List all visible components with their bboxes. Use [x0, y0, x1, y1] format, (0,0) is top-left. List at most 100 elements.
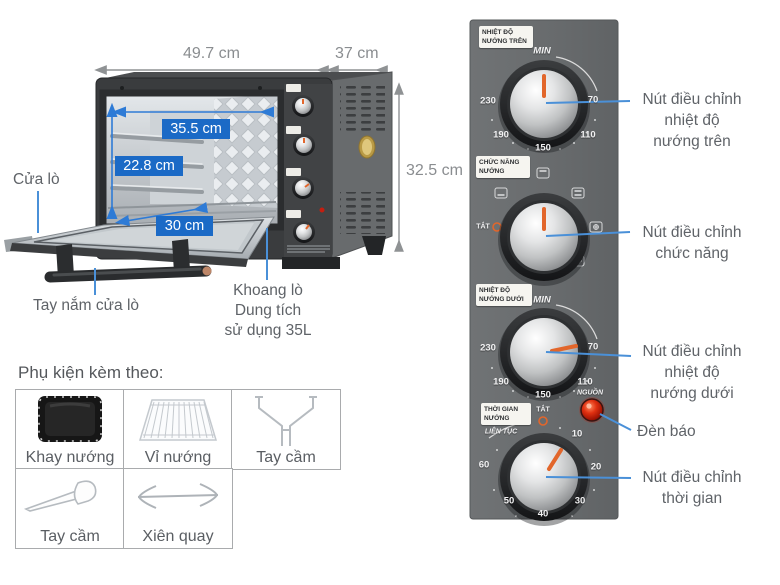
knob4-ticks [493, 427, 595, 517]
callout-bottom-temp: Nút điều chỉnh nhiệt độ nướng dưới [642, 343, 742, 402]
door-handle-copper-tip [202, 266, 212, 276]
frame-screw-right [258, 86, 262, 90]
dimension-arrows [94, 65, 404, 252]
knob1-scale-150: 150 [535, 142, 551, 154]
mini-knob-1 [292, 95, 314, 117]
rotisserie-skewer-icon [137, 483, 219, 509]
door-handle-bar [44, 265, 212, 283]
callout-indicator: Đèn báo [637, 423, 696, 440]
function-pointer-line [545, 231, 631, 237]
accessory-label: Tay cầm [40, 528, 100, 545]
accessory-cell: Tay cầm [15, 468, 125, 549]
accessories-grid: Khay nướng Vỉ nướng [15, 389, 355, 554]
knob3-scale-190: 190 [493, 376, 509, 388]
accessory-cell: Khay nướng [15, 389, 125, 470]
door-label: Cửa lò [13, 171, 60, 188]
indicator-pointer-line [599, 413, 632, 431]
knob2-off-mark [492, 222, 502, 232]
oven-door [4, 216, 275, 283]
accessory-cell: Xiên quay [123, 468, 233, 549]
plate-bottom-temp: NHIỆT ĐỘ NƯỚNG DƯỚI [476, 284, 532, 306]
plate-timer: THỜI GIAN NƯỚNG [481, 403, 531, 425]
accessory-label: Vỉ nướng [144, 449, 212, 466]
interior-width-badge: 35.5 cm [162, 119, 230, 139]
power-indicator-light [579, 397, 605, 423]
knob4-scale-40: 40 [537, 508, 549, 520]
side-vents-top [340, 86, 385, 134]
accessories-heading: Phụ kiện kèm theo: [18, 363, 164, 382]
cavity-label: Khoang lò Dung tích sử dụng 35L [224, 282, 312, 339]
cavity-quilt-pattern [214, 94, 278, 208]
oven-illustration [4, 71, 393, 295]
knob4-indicator [547, 448, 563, 471]
oven-mini-labels [286, 84, 301, 218]
power-label: NGUỒN [576, 389, 604, 397]
knob-function [492, 167, 603, 286]
knob-timer [488, 416, 595, 526]
knob-top-temp [491, 56, 598, 153]
door-handle-sheen [52, 267, 202, 277]
mode-bottom-element-icon [494, 187, 508, 199]
plate-top-temp: NHIỆT ĐỘ NƯỚNG TRÊN [479, 26, 533, 48]
knob3-scale-min: MIN [533, 294, 551, 306]
width-dimension-label: 49.7 cm [183, 45, 240, 62]
mode-convection-icon [589, 221, 603, 233]
knob3-scale-230: 230 [480, 342, 496, 354]
knob4-continuous-label: LIÊN TỤC [484, 428, 518, 436]
knob3-indicator [550, 344, 578, 353]
rack-handle-icon [255, 396, 317, 446]
panel-pointer-lines [545, 100, 632, 479]
knob4-scale-50: 50 [503, 495, 515, 507]
plate-function: CHỨC NĂNG NƯỚNG [476, 156, 530, 178]
depth-dimension-label: 37 cm [335, 45, 379, 62]
oven-mini-power-light [319, 207, 325, 213]
top-temp-pointer-line [545, 100, 631, 104]
oven-spec-text-lines [287, 245, 330, 253]
knob2-off-label: TẮT [476, 223, 490, 231]
mode-top-element-icon [536, 167, 550, 179]
knob1-ticks [491, 119, 596, 150]
tray-handle-icon [23, 480, 97, 512]
frame-screw-left [120, 86, 124, 90]
door-handle-label: Tay nắm cửa lò [33, 297, 140, 314]
interior-depth-arrow [114, 201, 209, 226]
knob4-scale-20: 20 [590, 461, 602, 473]
interior-dimension-arrows [106, 102, 275, 226]
callout-function: Nút điều chỉnh chức năng [642, 224, 742, 262]
callout-timer: Nút điều chỉnh thời gian [642, 469, 742, 507]
wire-rack-icon [138, 399, 218, 441]
accessory-cell: Tay cầm [231, 389, 341, 470]
callout-top-temp: Nút điều chỉnh nhiệt độ nướng trên [642, 91, 742, 150]
knob1-scale-110: 110 [580, 129, 596, 141]
accessory-label: Khay nướng [25, 449, 115, 466]
knob3-scale-70: 70 [587, 341, 599, 353]
side-vents-bottom [340, 192, 385, 234]
knob4-scale-30: 30 [574, 495, 586, 507]
knob4-off-mark [538, 416, 548, 426]
mini-knob-4 [293, 221, 315, 243]
oven-mini-knobs [292, 95, 315, 243]
height-dimension-label: 32.5 cm [406, 162, 463, 179]
handle-mount-right [172, 239, 190, 272]
control-panel [469, 19, 632, 526]
knob4-off-label: TẮT [536, 406, 550, 414]
mode-both-elements-icon [571, 187, 585, 199]
knob4-scale-60: 60 [478, 459, 490, 471]
knob3-arc [555, 304, 598, 340]
knob1-scale-min: MIN [533, 45, 551, 57]
baking-tray-icon [38, 396, 102, 442]
interior-depth-badge: 30 cm [156, 216, 213, 236]
interior-height-badge: 22.8 cm [115, 156, 183, 176]
handle-mount-left [56, 244, 74, 278]
knob3-scale-150: 150 [535, 389, 551, 401]
knob3-scale-110: 110 [577, 376, 593, 388]
knob1-scale-230: 230 [480, 95, 496, 107]
knob1-scale-190: 190 [493, 129, 509, 141]
knob1-arc [555, 56, 598, 92]
knob-bottom-temp [491, 304, 598, 401]
oven-base [282, 257, 340, 269]
accessory-label: Tay cầm [256, 449, 316, 466]
knob1-scale-70: 70 [587, 94, 599, 106]
